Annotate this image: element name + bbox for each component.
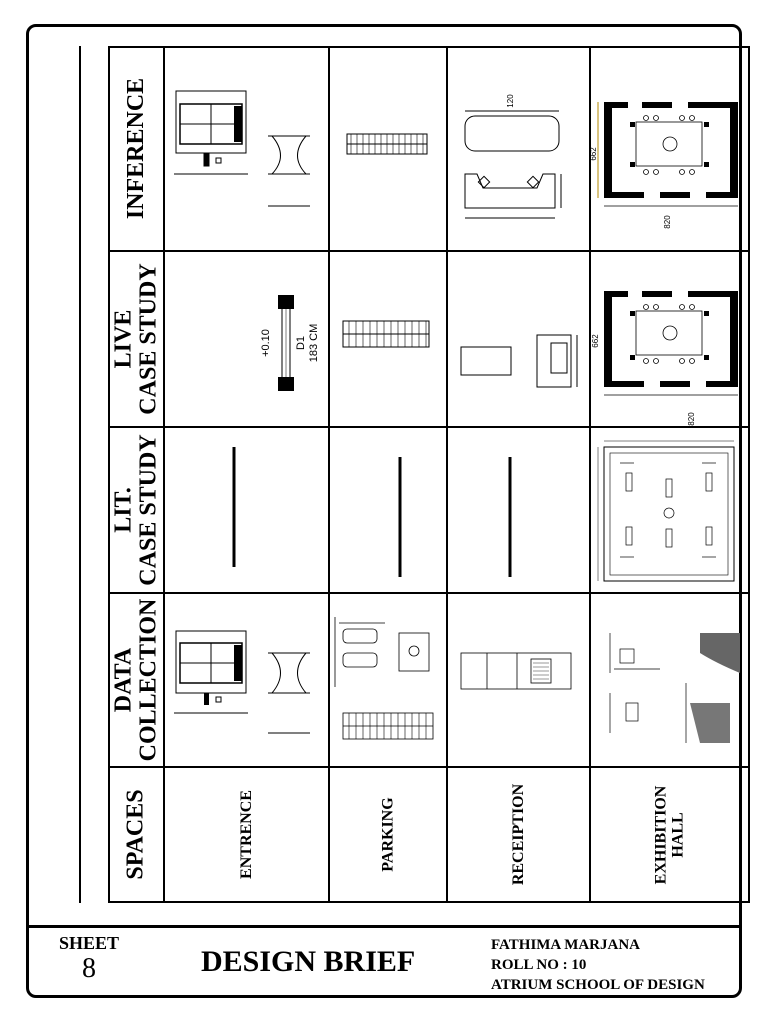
live-exhibition-drawing: 662 820	[591, 291, 738, 426]
space-exhibition-hall: EXHIBITION HALL	[590, 767, 749, 902]
data-reception-drawing	[460, 652, 572, 690]
drawing-sheet: INFERENCE LIVE CASE STUDY LIT. CASE STUD…	[26, 24, 750, 998]
space-reception: RECEIPTION	[447, 767, 590, 902]
space-exhibition-line1: EXHIBITION	[652, 785, 670, 884]
row-heading-live-line2: CASE STUDY	[135, 263, 162, 415]
inference-entrance-drawing	[174, 90, 310, 207]
space-entrance-label: ENTRENCE	[238, 790, 255, 879]
space-parking: PARKING	[329, 767, 447, 902]
inference-reception-drawing: 120	[464, 94, 562, 219]
row-heading-spaces-text: SPACES	[123, 789, 149, 880]
live-door-level: +0.10	[260, 329, 272, 357]
row-heading-live-line1: LIVE	[110, 309, 137, 369]
row-heading-inference: INFERENCE	[109, 46, 164, 251]
inference-exhibition-drawing: 662 820	[590, 102, 738, 229]
author-name: FATHIMA MARJANA	[491, 937, 641, 953]
lit-reception-empty-dash	[508, 457, 512, 577]
row-heading-lit-line1: LIT.	[110, 487, 137, 533]
sheet-number-block: SHEET 8	[49, 933, 129, 984]
row-heading-inference-text: INFERENCE	[123, 77, 150, 220]
live-hall-depth: 662	[591, 334, 600, 348]
author-roll: ROLL NO : 10	[491, 957, 587, 973]
row-heading-lit-line2: CASE STUDY	[135, 434, 162, 586]
author-info: FATHIMA MARJANA ROLL NO : 10 ATRIUM SCHO…	[491, 935, 705, 995]
data-exhibition-drawing	[609, 633, 740, 743]
row-heading-data-line2: COLLECTION	[135, 598, 162, 762]
live-entrance-door-drawing: +0.10 D1 183 CM	[260, 295, 320, 391]
live-hall-width: 820	[687, 412, 696, 426]
inference-hall-depth: 662	[590, 147, 598, 161]
row-heading-spaces: SPACES	[109, 767, 164, 902]
row-heading-live-case-study: LIVE CASE STUDY	[109, 251, 164, 427]
row-heading-data-line1: DATA	[110, 647, 137, 713]
inference-parking-drawing	[346, 133, 428, 155]
space-reception-label: RECEIPTION	[509, 783, 527, 886]
sheet-number: 8	[82, 953, 96, 984]
drawing-title: DESIGN BRIEF	[201, 945, 416, 978]
live-door-code: D1	[295, 336, 307, 350]
space-entrance: ENTRENCE	[164, 767, 329, 902]
space-exhibition-line2: HALL	[669, 811, 687, 858]
live-reception-drawing	[460, 334, 578, 388]
inference-counter-width: 120	[506, 94, 515, 108]
row-heading-lit-case-study: LIT. CASE STUDY	[109, 427, 164, 593]
author-school: ATRIUM SCHOOL OF DESIGN	[491, 977, 705, 993]
lit-exhibition-drawing	[597, 440, 735, 582]
live-parking-drawing	[342, 320, 430, 348]
lit-parking-empty-dash	[398, 457, 402, 577]
row-heading-data-collection: DATA COLLECTION	[109, 593, 164, 767]
data-parking-drawing	[334, 617, 434, 740]
lit-entrance-empty-dash	[232, 447, 236, 567]
space-parking-label: PARKING	[379, 797, 397, 872]
data-entrance-drawing	[174, 630, 310, 734]
live-door-width: 183 CM	[308, 324, 320, 363]
sheet-label: SHEET	[58, 933, 120, 953]
design-brief-table	[79, 46, 750, 903]
inference-hall-width: 820	[663, 215, 672, 229]
title-block-divider	[29, 925, 739, 928]
